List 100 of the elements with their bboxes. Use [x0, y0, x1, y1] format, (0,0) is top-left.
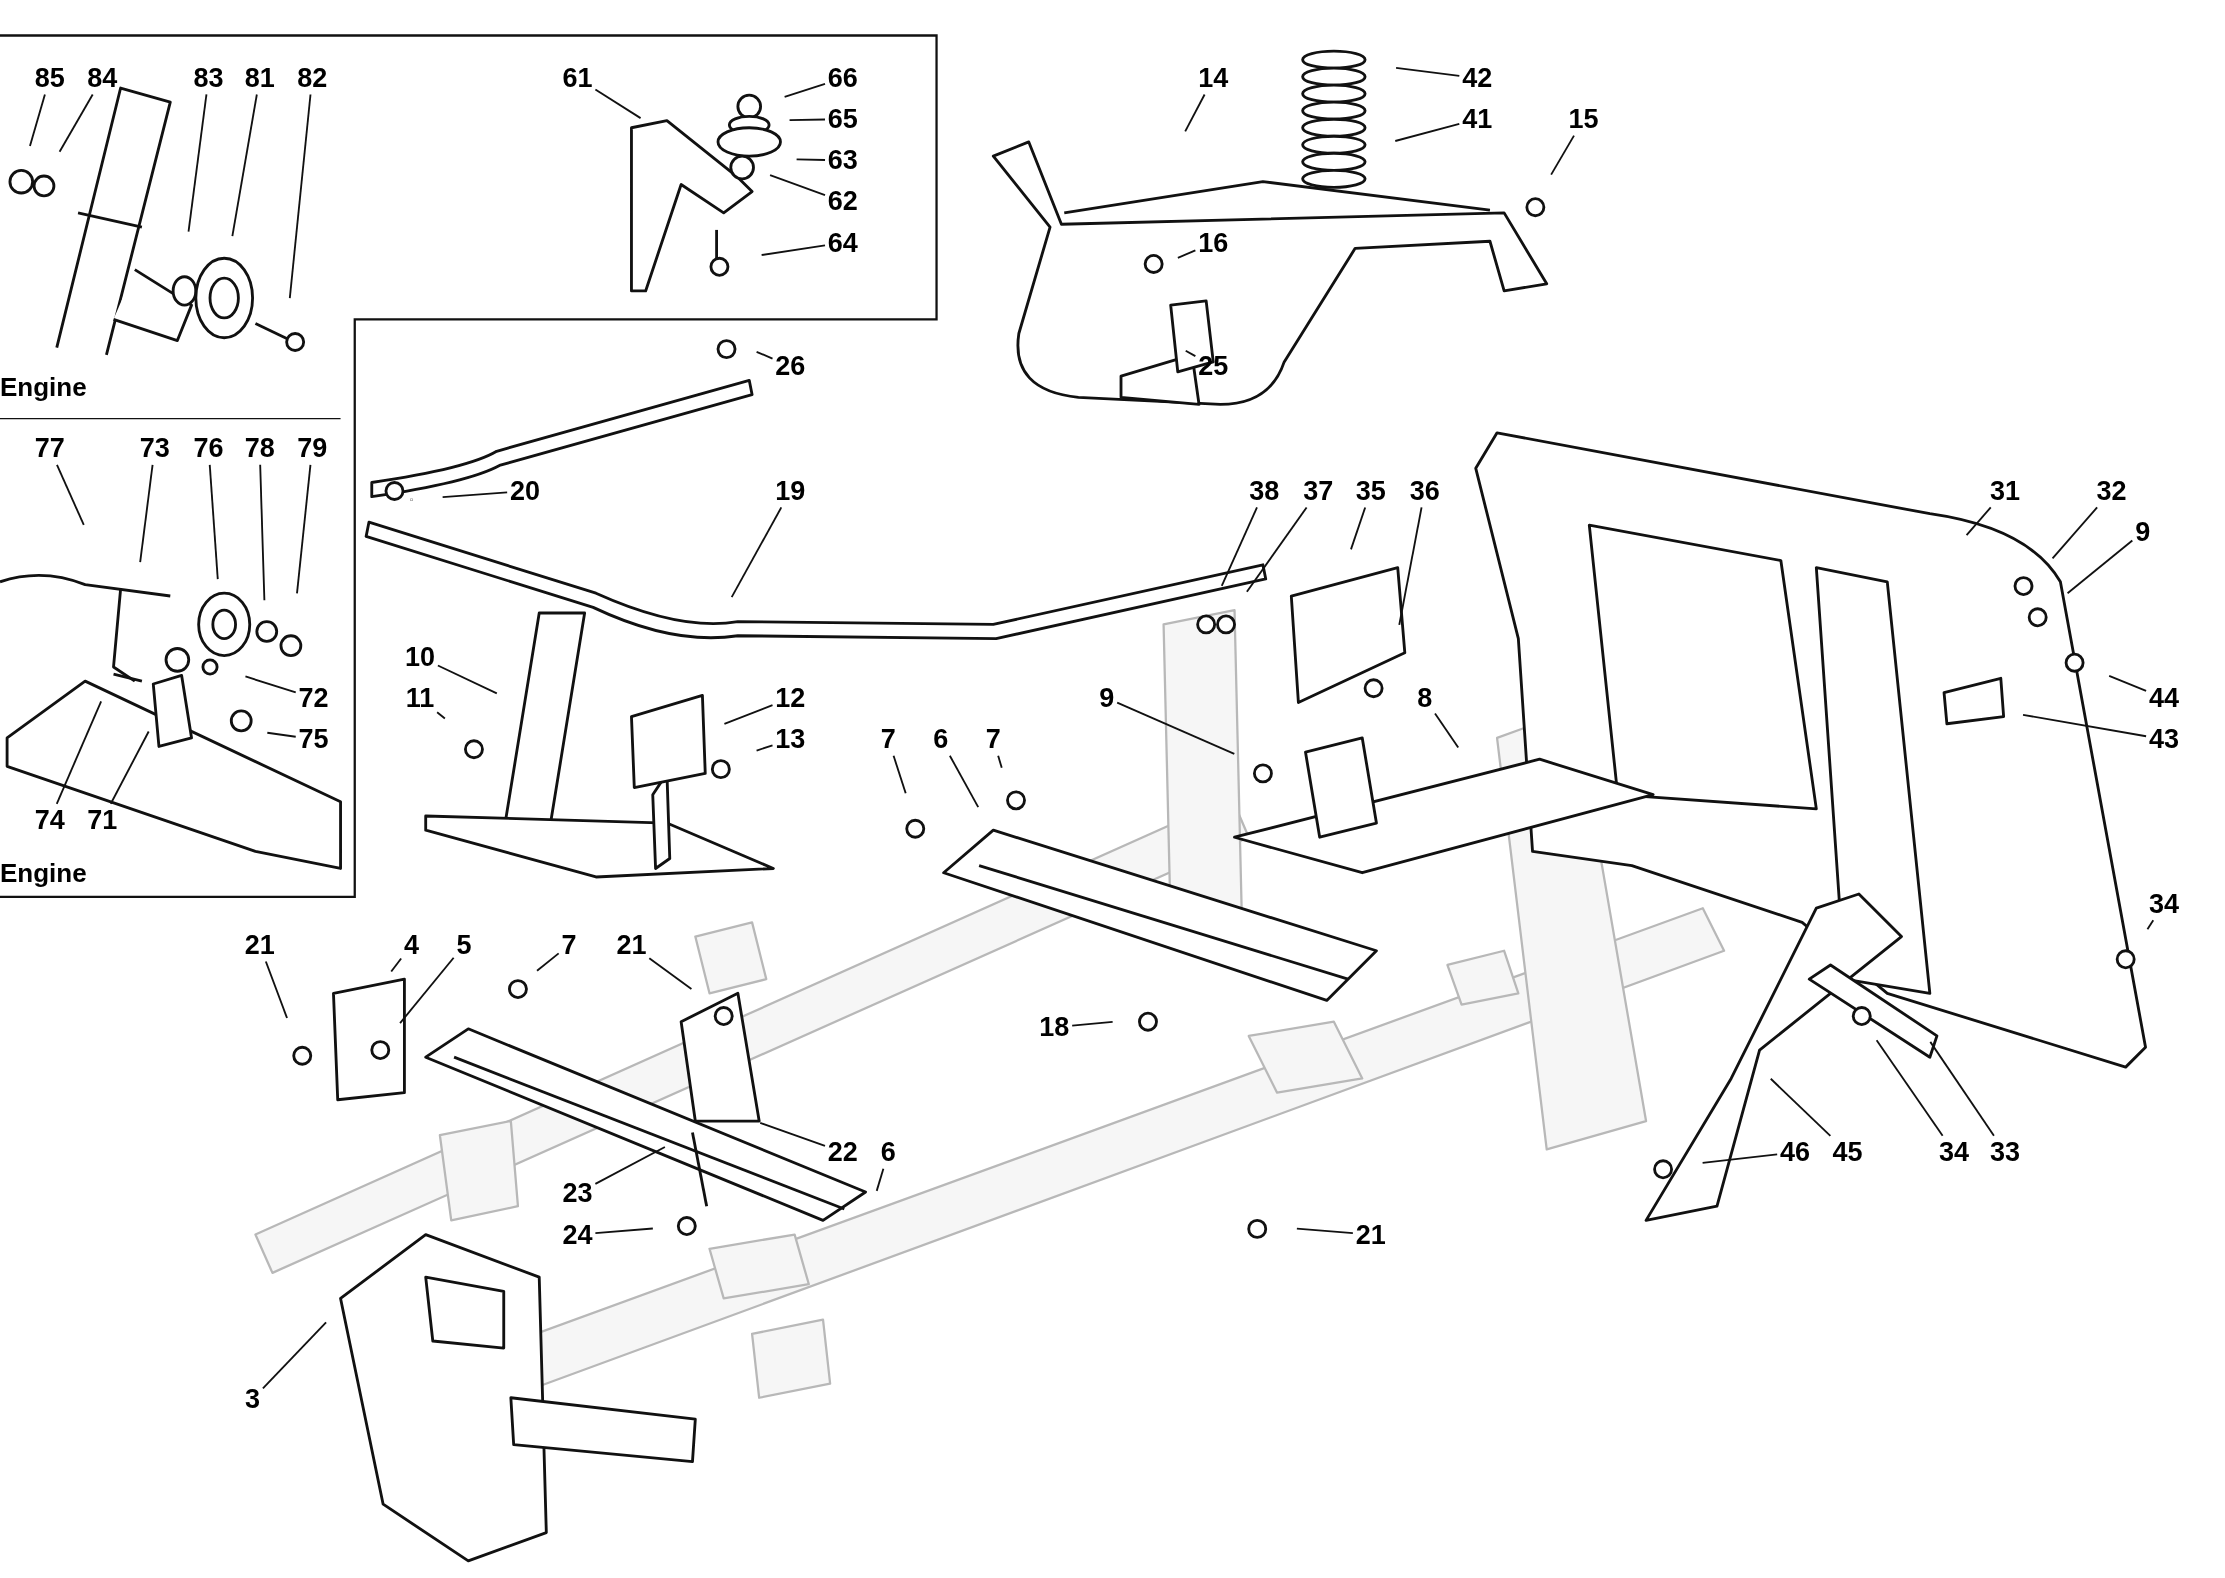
- leader-line: [244, 675, 297, 694]
- callout-number: 7: [880, 724, 896, 755]
- leader-line: [997, 754, 1003, 769]
- callout-number: 83: [193, 63, 224, 94]
- callout-number: 84: [87, 63, 118, 94]
- callout-number: 13: [775, 724, 806, 755]
- leader-line: [875, 1167, 885, 1192]
- callout-number: 73: [139, 433, 170, 464]
- leader-line: [58, 93, 94, 153]
- callout-number: 22: [827, 1137, 858, 1168]
- leader-line: [2108, 674, 2148, 692]
- leader-line: [390, 957, 403, 973]
- leader-line: [1929, 1040, 1995, 1137]
- leader-line: [1116, 701, 1236, 755]
- leader-line: [1295, 1227, 1354, 1235]
- callout-number: 34: [2148, 888, 2179, 919]
- leader-line: [55, 700, 103, 805]
- callout-number: 12: [775, 683, 806, 714]
- callout-number: 71: [87, 805, 118, 836]
- leader-line: [536, 952, 560, 972]
- leader-line: [795, 158, 826, 161]
- leader-line: [2066, 539, 2134, 595]
- callout-number: 65: [827, 104, 858, 135]
- callout-number: 7: [561, 930, 577, 961]
- leader-line: [1395, 66, 1461, 77]
- leader-line: [259, 463, 266, 602]
- callout-number: 42: [1462, 63, 1493, 94]
- leader-line: [723, 704, 774, 725]
- leader-line: [441, 491, 509, 499]
- leader-line: [594, 88, 642, 119]
- callout-number: 16: [1198, 227, 1229, 258]
- callout-number: 41: [1462, 104, 1493, 135]
- callout-number: 3: [245, 1384, 261, 1415]
- leader-line: [730, 506, 783, 598]
- leader-line: [296, 463, 312, 595]
- callout-number: 44: [2148, 683, 2179, 714]
- callout-number: 85: [34, 63, 65, 94]
- callout-number: 33: [1990, 1137, 2021, 1168]
- callout-number: 75: [298, 724, 329, 755]
- callout-number: 6: [880, 1137, 896, 1168]
- callout-number: 18: [1039, 1012, 1070, 1043]
- leader-line: [1965, 506, 1992, 536]
- callout-number: 61: [562, 63, 593, 94]
- leader-line: [783, 82, 826, 98]
- callout-number: 37: [1303, 475, 1334, 506]
- callout-number: 34: [1938, 1137, 1969, 1168]
- callout-number: 4: [404, 930, 419, 961]
- callout-number: 21: [244, 930, 275, 961]
- callout-number: 35: [1355, 475, 1386, 506]
- callout-number: 66: [827, 63, 858, 94]
- leader-line: [264, 960, 288, 1019]
- callout-number: 9: [2135, 517, 2151, 548]
- leader-line: [1434, 712, 1460, 749]
- callout-number: 21: [616, 930, 647, 961]
- callout-number: 21: [1355, 1219, 1386, 1250]
- leader-line: [187, 93, 208, 233]
- leader-line: [1350, 506, 1367, 551]
- leader-line: [648, 957, 693, 990]
- leader-line: [1875, 1039, 1944, 1137]
- leader-line: [1176, 249, 1197, 259]
- leader-line: [436, 711, 446, 720]
- callout-number: 24: [562, 1219, 593, 1250]
- callout-number: 45: [1832, 1137, 1863, 1168]
- callout-number: 6: [933, 724, 949, 755]
- callout-number: 77: [34, 433, 65, 464]
- leader-line: [2146, 919, 2155, 931]
- callout-number: 82: [297, 63, 328, 94]
- leader-line: [1550, 134, 1575, 176]
- leader-line: [1184, 93, 1206, 133]
- inset-caption: Engine: [0, 371, 87, 402]
- leader-line: [436, 664, 498, 695]
- leader-line: [1071, 1020, 1114, 1027]
- callout-number: 64: [827, 227, 858, 258]
- callout-number: 10: [405, 642, 436, 672]
- leader-line: [769, 174, 826, 196]
- leader-line: [231, 93, 258, 237]
- leader-line: [892, 754, 907, 795]
- callout-number: 72: [298, 683, 329, 714]
- leader-line: [1701, 1153, 1779, 1164]
- leader-line: [109, 730, 150, 805]
- callout-number: 15: [1568, 104, 1599, 135]
- callout-number: 63: [827, 145, 858, 176]
- inset-caption: Engine: [0, 858, 87, 889]
- leader-line: [266, 731, 297, 738]
- callout-number: 32: [2096, 475, 2127, 506]
- callout-number: 36: [1409, 475, 1440, 506]
- callout-number: 38: [1249, 475, 1280, 506]
- leader-line: [948, 754, 980, 808]
- callout-number: 8: [1417, 683, 1433, 714]
- callout-number: 20: [510, 475, 541, 506]
- leader-line: [56, 463, 85, 526]
- leader-line: [29, 93, 46, 147]
- callout-number: 31: [1990, 475, 2021, 506]
- leader-line: [755, 744, 774, 752]
- callout-number: 9: [1099, 683, 1115, 714]
- leader-line: [399, 956, 455, 1025]
- callout-number: 23: [562, 1178, 593, 1209]
- callout-number: 26: [775, 351, 806, 382]
- leader-line: [2022, 713, 2148, 738]
- leader-line: [139, 463, 154, 564]
